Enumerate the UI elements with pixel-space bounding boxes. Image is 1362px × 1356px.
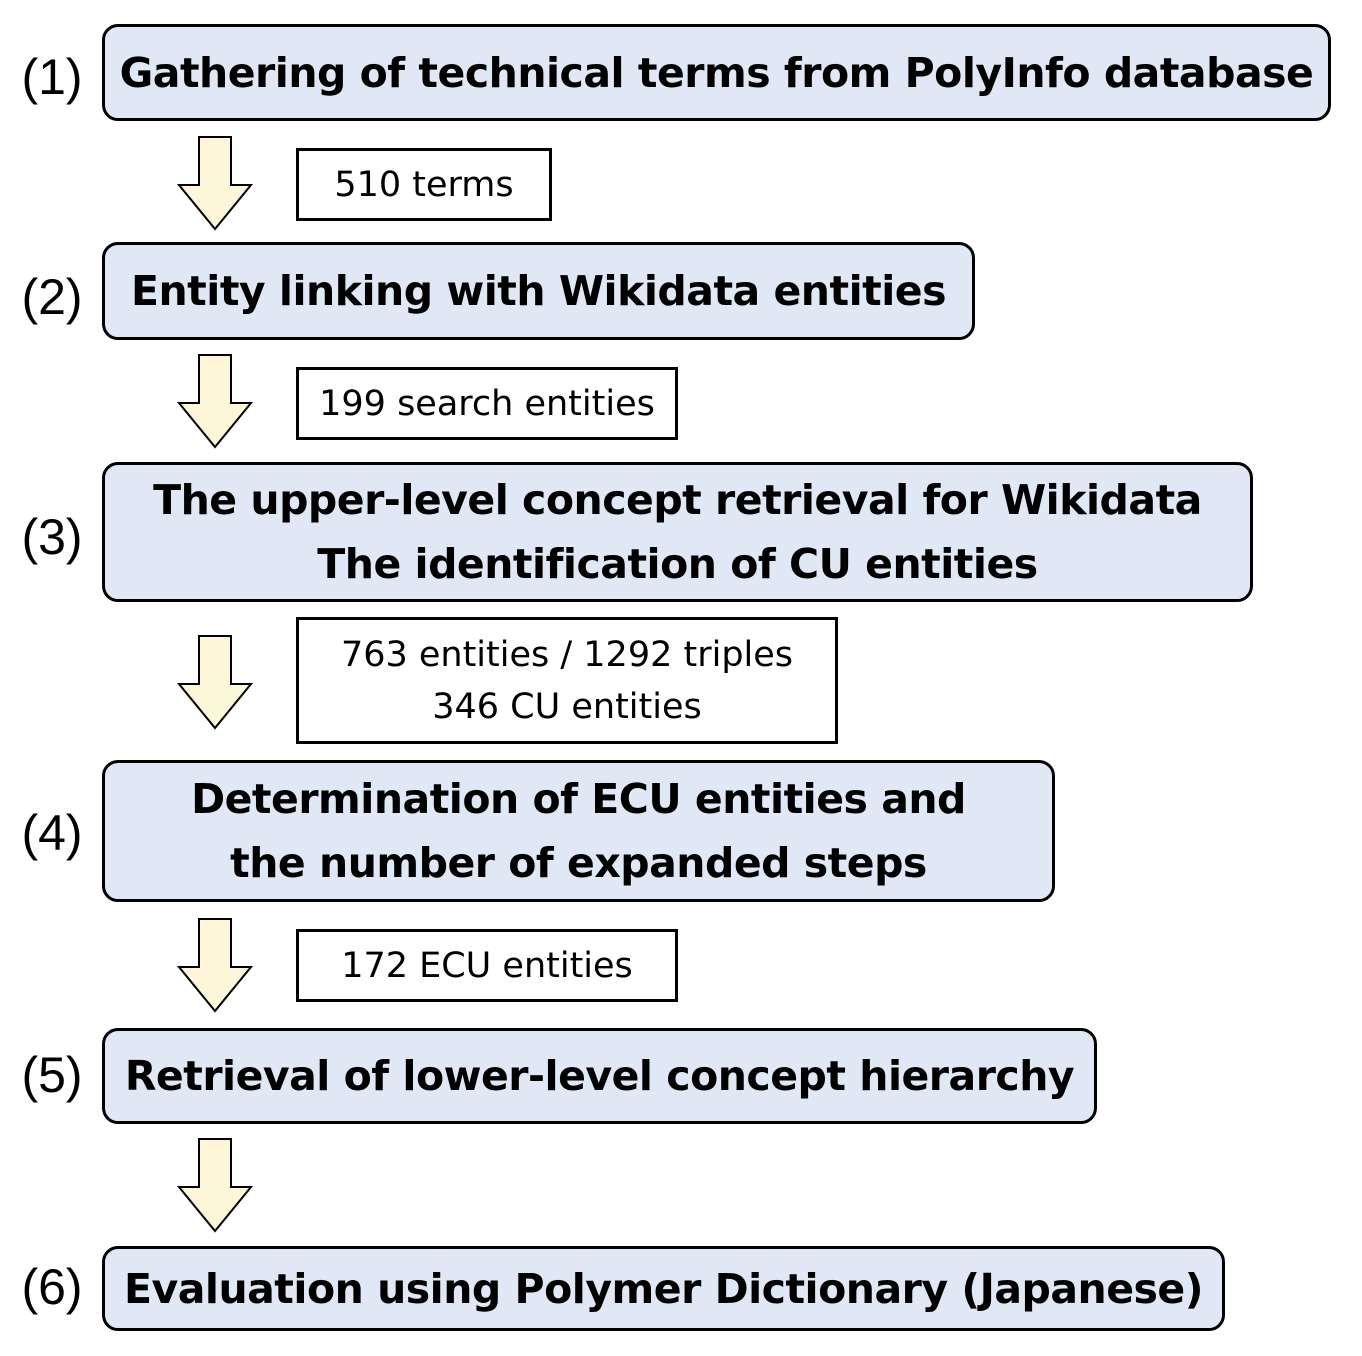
step-number-6: (6) (21, 1259, 83, 1315)
step-box-entity-linking: Entity linking with Wikidata entities (102, 242, 975, 340)
step-box-upper-level-retrieval: The upper-level concept retrieval for Wi… (102, 462, 1253, 602)
count-1-text: 510 terms (334, 164, 514, 205)
step-3-text-line-2: The identification of CU entities (317, 540, 1038, 588)
step-box-gathering-terms: Gathering of technical terms from PolyIn… (102, 24, 1331, 121)
down-arrow-icon (176, 135, 254, 231)
down-arrow-icon (176, 353, 254, 449)
step-5-text: Retrieval of lower-level concept hierarc… (124, 1052, 1075, 1100)
down-arrow-icon (176, 634, 254, 730)
count-3-text-line-1: 763 entities / 1292 triples (340, 634, 794, 675)
count-2-text: 199 search entities (319, 383, 655, 424)
step-box-ecu-determination: Determination of ECU entities and the nu… (102, 760, 1055, 902)
count-3-text-line-2: 346 CU entities (432, 686, 702, 727)
count-box-terms: 510 terms (296, 148, 552, 221)
step-number-5: (5) (21, 1047, 83, 1103)
step-number-4: (4) (21, 805, 83, 861)
step-box-evaluation: Evaluation using Polymer Dictionary (Jap… (102, 1246, 1225, 1331)
step-4-text-line-1: Determination of ECU entities and (191, 775, 966, 823)
step-6-text: Evaluation using Polymer Dictionary (Jap… (124, 1264, 1203, 1313)
count-box-ecu-entities: 172 ECU entities (296, 929, 678, 1002)
step-4-text-line-2: the number of expanded steps (230, 839, 927, 887)
count-4-text: 172 ECU entities (341, 945, 633, 986)
down-arrow-icon (176, 1137, 254, 1233)
step-2-text: Entity linking with Wikidata entities (130, 267, 947, 315)
step-number-3: (3) (21, 509, 83, 565)
step-number-2: (2) (21, 269, 83, 325)
down-arrow-icon (176, 917, 254, 1013)
step-box-lower-level-retrieval: Retrieval of lower-level concept hierarc… (102, 1028, 1097, 1124)
step-3-text-line-1: The upper-level concept retrieval for Wi… (153, 476, 1202, 524)
count-box-search-entities: 199 search entities (296, 367, 678, 440)
step-number-1: (1) (21, 49, 83, 105)
step-1-text: Gathering of technical terms from PolyIn… (119, 48, 1314, 97)
count-box-entities-triples: 763 entities / 1292 triples 346 CU entit… (296, 617, 838, 744)
